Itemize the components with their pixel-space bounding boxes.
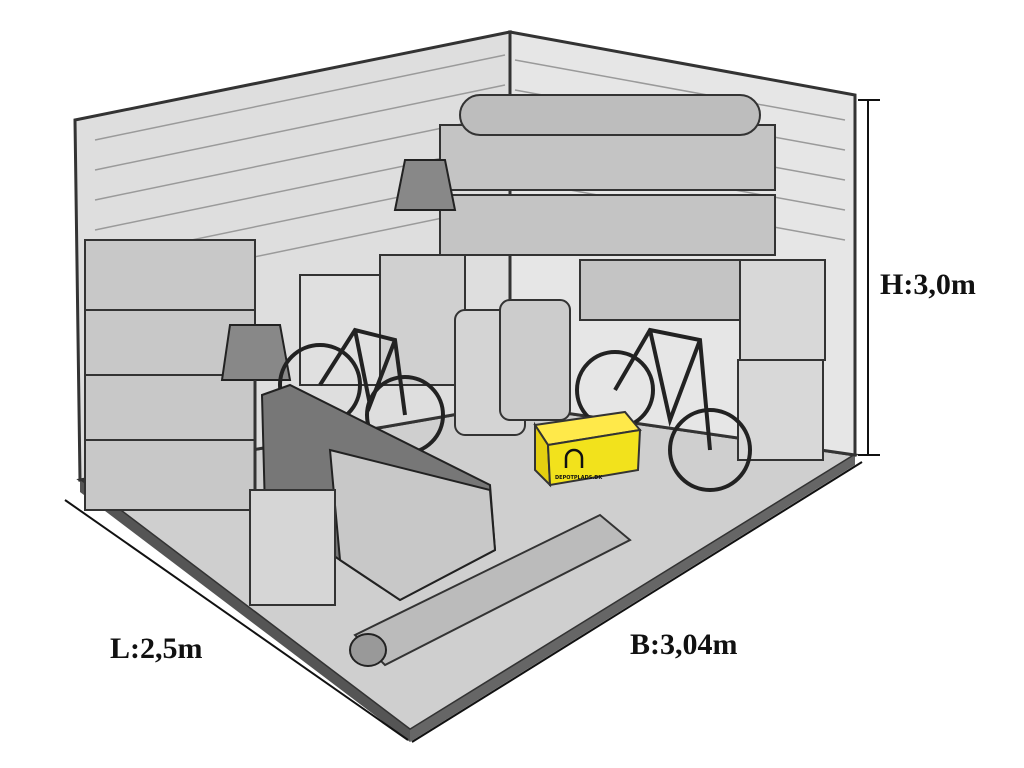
suitcase	[499, 299, 571, 421]
bicycle	[278, 327, 752, 492]
cabinet	[379, 254, 466, 386]
right-drawers-bottom	[737, 359, 824, 461]
box-logo-text: DEPOTPLADS.DK	[555, 475, 603, 481]
rolled-rug-top	[459, 94, 761, 136]
floor-lamp	[220, 324, 292, 381]
length-label: L:2,5m	[110, 632, 203, 665]
width-label: B:3,04m	[630, 628, 738, 661]
left-shelf-boxes	[84, 239, 256, 511]
yellow-moving-box: DEPOTPLADS.DK	[533, 410, 642, 488]
height-label: H:3,0m	[880, 268, 976, 301]
floor-edge	[80, 480, 410, 742]
nightstand	[249, 489, 336, 606]
lock-logo-icon	[564, 448, 584, 468]
right-drawers-top	[739, 259, 826, 361]
dimension-lines	[64, 99, 880, 743]
floor-lamp	[393, 159, 457, 211]
